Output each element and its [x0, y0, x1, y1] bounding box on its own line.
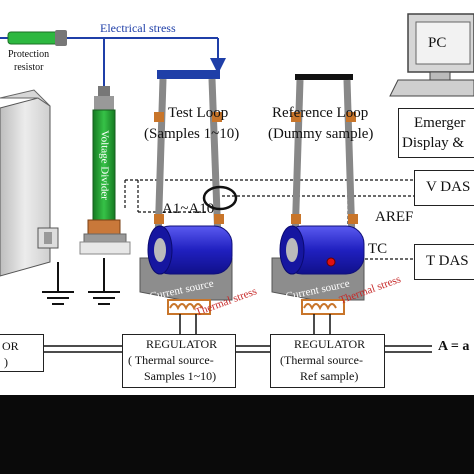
regulator-ref-line2: (Thermal source-: [280, 353, 363, 367]
high-voltage-source-cabinet: [0, 89, 59, 277]
reference-loop-assembly: [271, 74, 365, 334]
regulator-ref-box: [270, 334, 385, 388]
regulator-samples-line3: Samples 1~10): [144, 369, 217, 383]
voltage-divider-label: Voltage Divider: [98, 130, 111, 200]
v-das-label: V DAS: [426, 179, 471, 195]
bottom-black-band: [0, 395, 474, 474]
a1-a10-label: A1~A10: [162, 201, 215, 217]
ground-symbol-left: [42, 262, 74, 305]
test-loop-title: Test Loop: [168, 105, 229, 121]
tc-label: TC: [368, 241, 388, 257]
emergency-label-line2: Display &: [402, 135, 465, 151]
pc-computer: [389, 13, 474, 97]
regulator-ref-line1: REGULATOR: [294, 337, 366, 351]
regulator-left-partial: [0, 334, 44, 372]
protection-resistor-label-line2: resistor: [14, 62, 44, 73]
pc-label: PC: [428, 35, 447, 51]
emergency-display-box: [398, 108, 474, 158]
regulator-bus-lines: [44, 345, 432, 353]
t-das-box: [414, 244, 474, 280]
test-loop-assembly: [139, 70, 238, 334]
regulator-samples-line2: ( Thermal source-: [128, 353, 214, 367]
regulator-ref-line3: Ref sample): [300, 369, 359, 383]
regulator-samples-line1: REGULATOR: [146, 337, 218, 351]
regulator-left-text-line1: OR: [2, 339, 19, 353]
reference-loop-subtitle: (Dummy sample): [268, 126, 374, 142]
v-das-box: [414, 170, 474, 206]
protection-resistor: [0, 30, 67, 46]
test-loop-subtitle: (Samples 1~10): [144, 126, 240, 142]
legend-partial: A = a: [438, 339, 470, 354]
electrical-stress-label: Electrical stress: [100, 21, 176, 35]
regulator-left-text-line2: ): [4, 355, 8, 369]
regulator-samples-box: [122, 334, 236, 388]
aref-label: AREF: [375, 209, 414, 225]
voltage-divider: [79, 86, 131, 255]
reference-loop-title: Reference Loop: [272, 105, 369, 121]
ground-symbol-divider: [88, 258, 120, 305]
electrical-stress-line: [67, 37, 226, 88]
t-das-label: T DAS: [426, 253, 469, 269]
protection-resistor-label-line1: Protection: [8, 49, 50, 60]
emergency-label-line1: Emerger: [414, 115, 466, 131]
